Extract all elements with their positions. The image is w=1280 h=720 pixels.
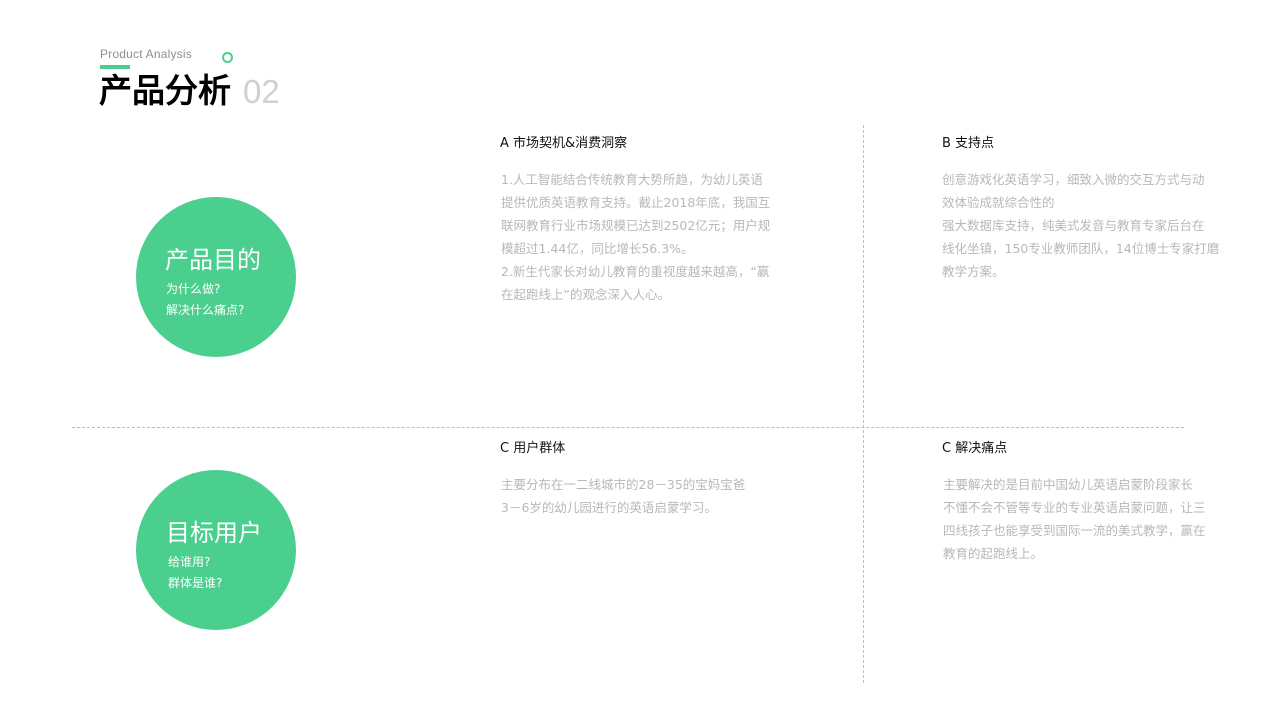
body-line: 提供优质英语教育支持。截止2018年底，我国互 <box>501 195 771 210</box>
section-d-title: C 解决痛点 <box>942 441 1008 456</box>
body-line: 在起跑线上”的观念深入人心。 <box>501 287 670 302</box>
body-line: 3－6岁的幼儿园进行的英语启蒙学习。 <box>501 500 717 515</box>
circle-title: 目标用户 <box>166 519 262 547</box>
page-number: 02 <box>243 73 280 110</box>
section-b-title: B 支持点 <box>942 136 995 151</box>
body-line: 效体验成就综合性的 <box>942 195 1055 210</box>
body-line: 主要解决的是目前中国幼儿英语启蒙阶段家长 <box>943 477 1194 492</box>
section-a-body: 1.人工智能结合传统教育大势所趋，为幼儿英语 提供优质英语教育支持。截止2018… <box>501 168 770 306</box>
body-line: 教育的起跑线上。 <box>943 546 1044 561</box>
body-line: 主要分布在一二线城市的28－35的宝妈宝爸 <box>501 477 746 492</box>
horizontal-divider <box>72 427 1184 428</box>
circle-target-users: 目标用户 给谁用? 群体是谁? <box>136 470 296 630</box>
circle-line-2: 解决什么痛点? <box>166 303 245 317</box>
section-c-body: 主要分布在一二线城市的28－35的宝妈宝爸 3－6岁的幼儿园进行的英语启蒙学习。 <box>501 473 745 519</box>
accent-bar <box>100 65 130 69</box>
circle-line-2: 群体是谁? <box>168 576 223 590</box>
body-line: 1.人工智能结合传统教育大势所趋，为幼儿英语 <box>501 172 763 187</box>
body-line: 教学方案。 <box>942 264 1005 279</box>
section-b-body: 创意游戏化英语学习，细致入微的交互方式与动 效体验成就综合性的 强大数据库支持，… <box>942 168 1219 283</box>
body-line: 创意游戏化英语学习，细致入微的交互方式与动 <box>942 172 1205 187</box>
page-title: 产品分析 <box>99 71 231 110</box>
section-d-body: 主要解决的是目前中国幼儿英语启蒙阶段家长 不懂不会不管等专业的专业英语启蒙问题，… <box>943 473 1206 565</box>
circle-line-1: 给谁用? <box>168 555 211 569</box>
body-line: 模超过1.44亿，同比增长56.3%。 <box>501 241 694 256</box>
body-line: 线化坐镇，150专业教师团队，14位博士专家打磨 <box>942 241 1220 256</box>
body-line: 强大数据库支持，纯美式发音与教育专家后台在 <box>942 218 1205 233</box>
section-c-title: C 用户群体 <box>500 441 566 456</box>
vertical-divider <box>863 125 864 683</box>
body-line: 联网教育行业市场规模已达到2502亿元；用户规 <box>501 218 771 233</box>
body-line: 不懂不会不管等专业的专业英语启蒙问题，让三 <box>943 500 1206 515</box>
accent-ring-icon <box>222 52 233 63</box>
section-a-title: A 市场契机&消费洞察 <box>500 136 628 151</box>
subtitle-english: Product Analysis <box>100 47 192 61</box>
body-line: 2.新生代家长对幼儿教育的重视度越来越高，“赢 <box>501 264 770 279</box>
circle-title: 产品目的 <box>165 246 261 274</box>
body-line: 四线孩子也能享受到国际一流的美式教学，赢在 <box>943 523 1206 538</box>
circle-line-1: 为什么做? <box>166 282 221 296</box>
circle-product-purpose: 产品目的 为什么做? 解决什么痛点? <box>136 197 296 357</box>
